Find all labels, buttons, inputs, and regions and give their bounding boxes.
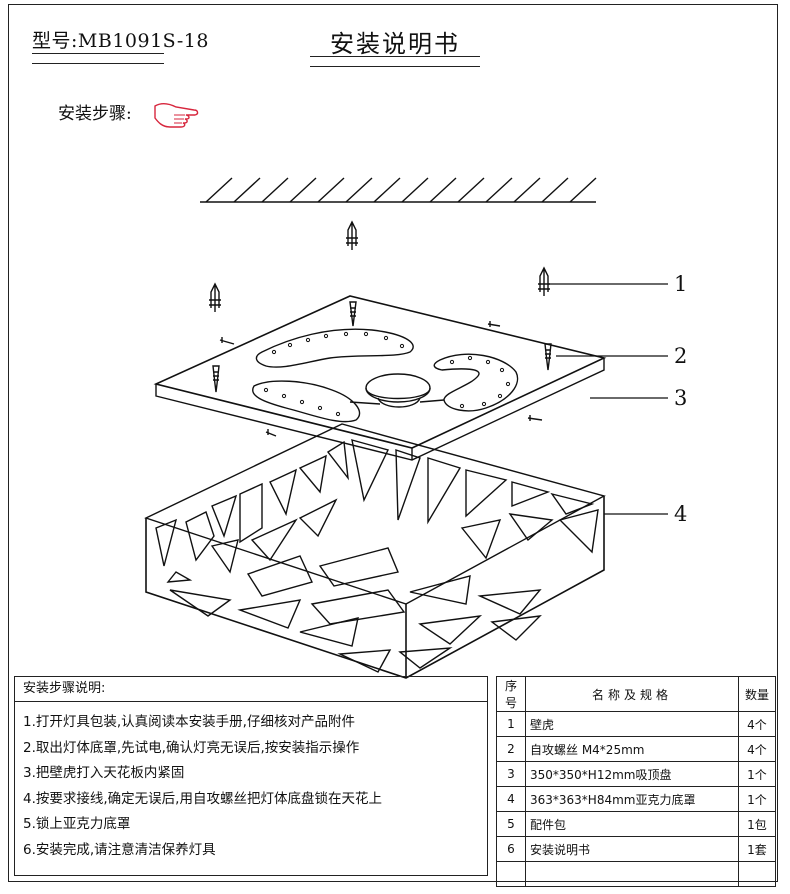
callout-label: 4	[674, 502, 687, 526]
ceiling-surface	[200, 177, 597, 203]
table-cell: 350*350*H12mm吸顶盘	[525, 761, 739, 787]
bottom-section: 安装步骤说明: 1.打开灯具包装,认真阅读本安装手册,仔细核对产品附件 2.取出…	[14, 676, 776, 887]
callout-label: 2	[674, 344, 687, 368]
table-cell: 6	[496, 836, 526, 862]
table-cell: 4个	[738, 736, 776, 762]
table-row	[496, 861, 776, 887]
table-cell: 2	[496, 736, 526, 762]
list-item: 5.锁上亚克力底罩	[23, 816, 131, 832]
table-cell	[738, 861, 776, 887]
exploded-assembly-diagram: 1 2 3 4	[144, 177, 687, 679]
table-cell: 壁虎	[525, 711, 739, 737]
column-header: 数量	[738, 676, 776, 712]
table-cell: 配件包	[525, 811, 739, 837]
mounting-plate	[153, 295, 607, 461]
title-underline	[310, 66, 480, 67]
table-cell: 1个	[738, 761, 776, 787]
list-item: 2.取出灯体底罩,先试电,确认灯亮无误后,按安装指示操作	[23, 739, 360, 756]
page-title: 安装说明书	[330, 30, 460, 58]
wall-anchor	[209, 282, 221, 312]
table-cell: 363*363*H84mm亚克力底罩	[525, 786, 739, 812]
model-underline	[32, 53, 164, 54]
table-cell: 1个	[738, 786, 776, 812]
acrylic-cover	[144, 423, 606, 679]
column-header: 名称及规格	[525, 676, 739, 712]
table-cell: 1	[496, 711, 526, 737]
table-cell: 1套	[738, 836, 776, 862]
list-item: 3.把壁虎打入天花板内紧固	[23, 765, 185, 781]
instructions-list: 1.打开灯具包装,认真阅读本安装手册,仔细核对产品附件 2.取出灯体底罩,先试电…	[15, 702, 487, 863]
table-row: 3 350*350*H12mm吸顶盘 1个	[496, 761, 776, 787]
steps-heading: 安装步骤:	[58, 104, 132, 124]
table-cell: 3	[496, 761, 526, 787]
instruction-sheet	[8, 4, 778, 882]
callout-label: 3	[674, 386, 687, 410]
table-cell: 5	[496, 811, 526, 837]
screw	[349, 301, 357, 327]
screw	[544, 343, 552, 371]
instructions-panel: 安装步骤说明: 1.打开灯具包装,认真阅读本安装手册,仔细核对产品附件 2.取出…	[14, 676, 488, 876]
table-cell: 1包	[738, 811, 776, 837]
table-row: 2 自攻螺丝 M4*25mm 4个	[496, 736, 776, 762]
callout-label: 1	[674, 272, 687, 296]
list-item: 1.打开灯具包装,认真阅读本安装手册,仔细核对产品附件	[23, 714, 355, 730]
table-cell	[525, 861, 739, 887]
wall-anchor	[346, 220, 358, 250]
table-row: 4 363*363*H84mm亚克力底罩 1个	[496, 786, 776, 812]
table-cell: 安装说明书	[525, 836, 739, 862]
table-row: 1 壁虎 4个	[496, 711, 776, 737]
table-cell: 4个	[738, 711, 776, 737]
screw	[212, 365, 220, 393]
table-cell: 自攻螺丝 M4*25mm	[525, 736, 739, 762]
pointing-hand-icon	[154, 103, 199, 128]
model-underline	[32, 63, 164, 64]
title-underline	[310, 56, 480, 57]
list-item: 4.按要求接线,确定无误后,用自攻螺丝把灯体底盘锁在天花上	[23, 790, 382, 807]
instructions-heading: 安装步骤说明:	[15, 677, 487, 702]
callout-leaders	[548, 283, 668, 515]
table-row: 6 安装说明书 1套	[496, 836, 776, 862]
column-header: 序号	[496, 676, 526, 712]
wall-anchor	[538, 266, 550, 296]
table-header-row: 序号 名称及规格 数量	[496, 676, 776, 712]
parts-table: 序号 名称及规格 数量 1 壁虎 4个 2 自攻螺丝 M4*25mm 4个 3 …	[496, 676, 776, 887]
table-cell	[496, 861, 526, 887]
table-row: 5 配件包 1包	[496, 811, 776, 837]
list-item: 6.安装完成,请注意清洁保养灯具	[23, 841, 216, 858]
model-number: 型号:MB1091S-18	[32, 30, 209, 52]
table-cell: 4	[496, 786, 526, 812]
